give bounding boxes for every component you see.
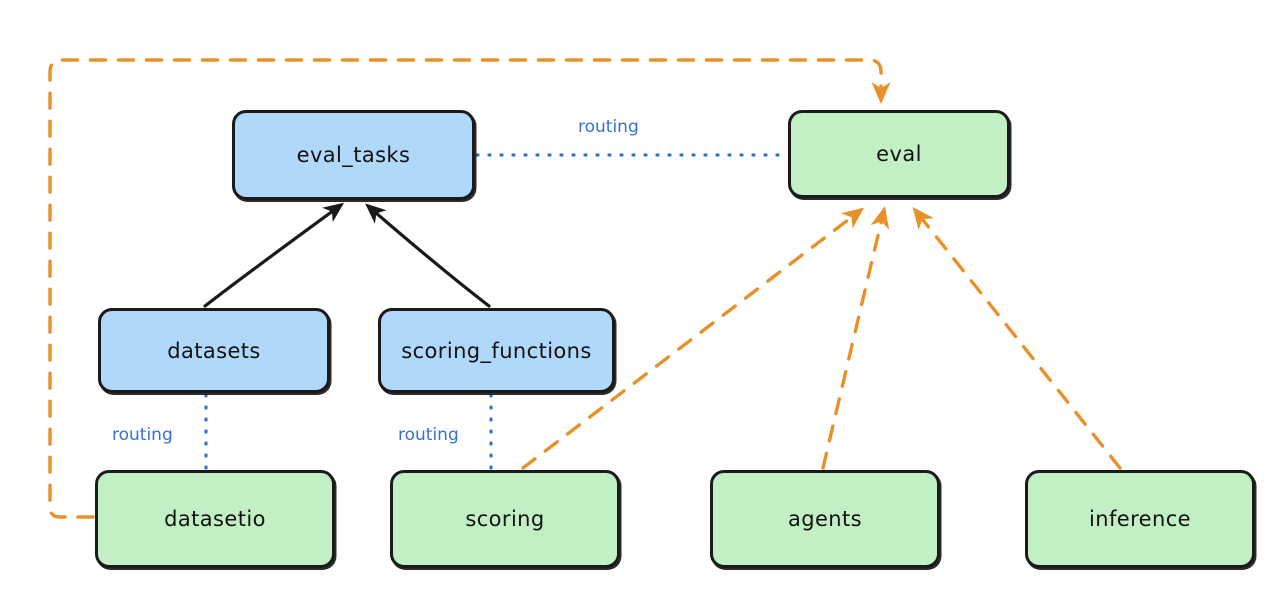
- edge-label-routing-datasets-datasetio: routing: [112, 425, 173, 445]
- node-datasetio[interactable]: datasetio: [95, 470, 335, 568]
- node-inference[interactable]: inference: [1025, 470, 1255, 568]
- edge-label-routing-eval-tasks-eval: routing: [578, 117, 639, 137]
- node-eval[interactable]: eval: [788, 110, 1010, 198]
- node-scoring-functions[interactable]: scoring_functions: [378, 308, 615, 393]
- node-label: inference: [1089, 507, 1191, 531]
- edge-agents-to-eval: [821, 206, 890, 470]
- node-datasets[interactable]: datasets: [98, 308, 330, 393]
- edge-inference-to-eval: [912, 206, 1122, 470]
- node-label: scoring: [465, 507, 545, 531]
- node-scoring[interactable]: scoring: [390, 470, 620, 568]
- node-label: datasetio: [164, 507, 266, 531]
- node-label: agents: [787, 507, 862, 531]
- edge-scoring-to-eval: [521, 207, 865, 470]
- edge-scoring-functions-to-eval-tasks: [365, 203, 491, 308]
- node-eval-tasks[interactable]: eval_tasks: [232, 110, 475, 200]
- node-label: eval_tasks: [296, 143, 411, 167]
- node-label: eval: [876, 142, 922, 166]
- edge-datasetio-to-eval: [48, 58, 891, 519]
- node-label: datasets: [167, 338, 261, 363]
- node-label: scoring_functions: [401, 338, 592, 363]
- node-agents[interactable]: agents: [710, 470, 940, 568]
- edge-label-routing-scoring-functions-scoring: routing: [398, 425, 459, 445]
- edge-datasets-to-eval-tasks: [203, 202, 345, 308]
